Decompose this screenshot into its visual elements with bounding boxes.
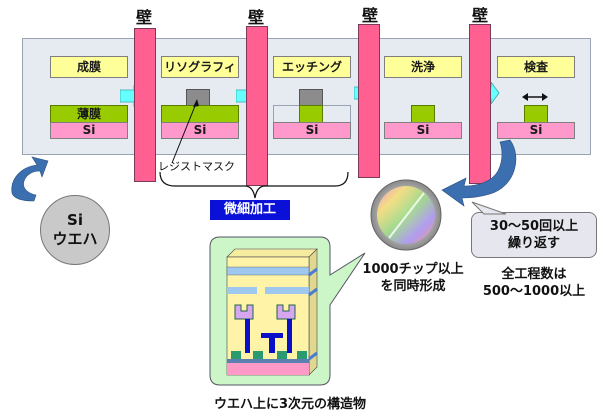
chips-line2: を同時形成 [380,279,446,294]
patterned-film [299,105,323,123]
wall-label: 壁 [135,8,152,27]
measure-arrow-icon [522,93,548,101]
callout-tail [471,201,507,215]
microfab-tag: 微細加工 [210,200,290,220]
wafer-photo [370,179,442,251]
wall-label: 壁 [361,6,378,25]
si-substrate: Si [50,122,128,139]
total-line1: 全工程数は [501,267,567,282]
repeat-callout: 30～50回以上 繰り返す [471,212,597,258]
si-substrate: Si [384,122,462,139]
si-substrate: Si [273,122,351,139]
repeat-line1: 30～50回以上 [489,219,579,234]
total-line2: 500～1000以上 [482,284,586,299]
patterned-film [524,105,548,123]
total-steps-caption: 全工程数は 500～1000以上 [478,266,590,300]
wall-bar [134,28,156,182]
si-wafer-circle: Si ウエハ [40,195,110,265]
step-label-etching: エッチング [273,56,351,78]
microfab-brace [159,171,349,199]
repeat-line2: 繰り返す [507,236,560,251]
wafer-line2: ウエハ [52,230,98,248]
si-substrate: Si [161,122,239,139]
resist-mask-label: レジストマスク [158,160,235,173]
resist-mask-pointer [171,99,199,164]
3d-structure-callout [209,236,366,386]
structure-caption: ウエハ上に3次元の構造物 [213,397,367,412]
wafer-line1: Si [67,211,83,229]
step-label-cleaning: 洗浄 [384,56,462,78]
chips-caption: 1000チップ以上 を同時形成 [358,261,468,295]
wall-bar [246,26,268,186]
step-label-lithography: リソグラフィ [161,56,239,78]
wall-label: 壁 [471,6,488,25]
si-substrate: Si [497,122,575,139]
loop-start-arrow-icon [11,156,49,202]
wall-bar [358,24,380,178]
patterned-film [411,105,435,123]
chips-line1: 1000チップ以上 [362,262,464,277]
thin-film-layer: 薄膜 [50,105,128,123]
step-label-inspection: 検査 [497,56,575,78]
wall-label: 壁 [247,8,264,27]
wall-bar [469,24,491,184]
step-label-deposition: 成膜 [50,56,128,78]
loop-return-arrow-icon [441,139,517,207]
